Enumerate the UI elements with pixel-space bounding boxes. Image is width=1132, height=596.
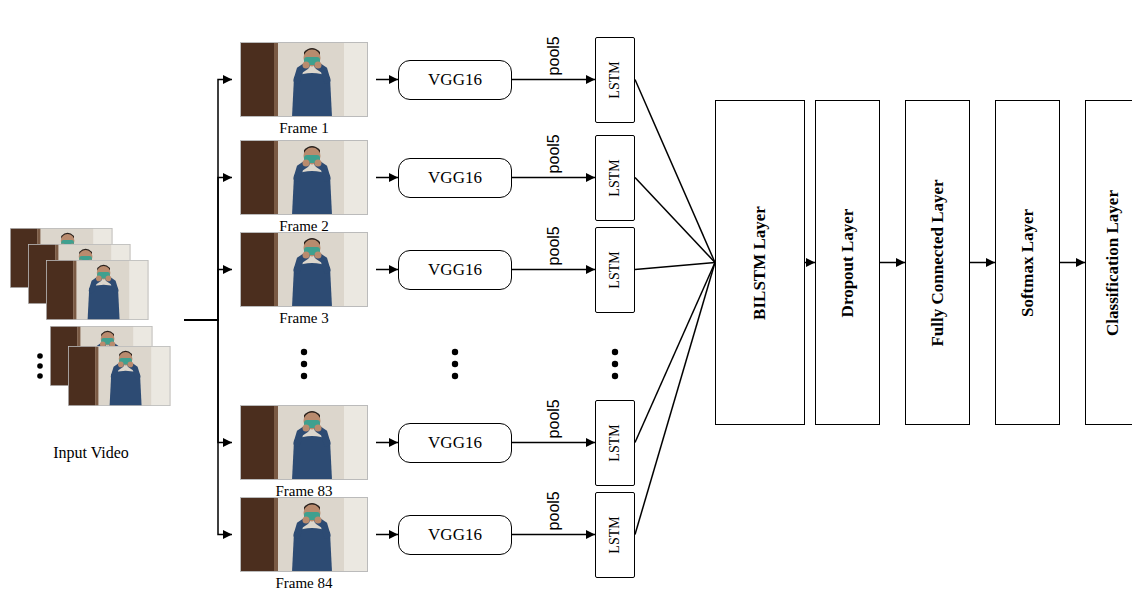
arrow-connector xyxy=(1060,262,1085,264)
arrow-connector xyxy=(376,79,398,81)
box-label: LSTM xyxy=(607,61,622,98)
ellipsis-dot xyxy=(37,373,43,379)
arrow-connector xyxy=(635,263,715,270)
edge-label: pool5 xyxy=(545,399,563,438)
video-frame: Frame 2 xyxy=(232,140,376,234)
caption: Frame 2 xyxy=(232,218,376,235)
arrow-connector xyxy=(184,80,232,321)
layer-box: Classification Layer xyxy=(1085,100,1132,425)
arrow-connector xyxy=(970,262,995,264)
caption: Frame 3 xyxy=(232,310,376,327)
lstm-box: LSTM xyxy=(595,400,635,486)
arrow-connector xyxy=(376,269,398,271)
edge-label: pool5 xyxy=(545,491,563,530)
lstm-box: LSTM xyxy=(595,37,635,123)
frame-image xyxy=(240,405,368,480)
box-label: LSTM xyxy=(607,251,622,288)
arrow-connector xyxy=(184,178,232,321)
lstm-box: LSTM xyxy=(595,227,635,313)
arrow-connector xyxy=(512,79,595,81)
arrow-connector xyxy=(512,442,595,444)
lstm-box: LSTM xyxy=(595,492,635,578)
arrow-connector xyxy=(376,442,398,444)
arrow-connector xyxy=(880,262,905,264)
arrow-connector xyxy=(635,263,715,443)
arrow-connector xyxy=(635,178,715,263)
video-frame-image xyxy=(46,260,148,320)
caption: Frame 1 xyxy=(232,120,376,137)
cnn-box: VGG16 xyxy=(398,515,512,555)
arrow-connector xyxy=(512,534,595,536)
arrow-connector xyxy=(635,80,715,263)
video-frame: Frame 3 xyxy=(232,232,376,326)
caption: Frame 83 xyxy=(232,483,376,500)
video-frame: Frame 83 xyxy=(232,405,376,499)
box-label: Fully Connected Layer xyxy=(928,179,947,346)
box-label: Softmax Layer xyxy=(1018,208,1037,316)
layer-box: Softmax Layer xyxy=(995,100,1060,425)
ellipsis-dot xyxy=(37,353,43,359)
lstm-box: LSTM xyxy=(595,135,635,221)
box-label: VGG16 xyxy=(428,70,482,90)
cnn-box: VGG16 xyxy=(398,250,512,290)
box-label: Dropout Layer xyxy=(838,208,857,317)
caption: Input Video xyxy=(0,444,184,462)
box-label: LSTM xyxy=(607,516,622,553)
arrow-connector xyxy=(184,270,232,321)
box-label: VGG16 xyxy=(428,525,482,545)
box-label: VGG16 xyxy=(428,433,482,453)
cnn-box: VGG16 xyxy=(398,158,512,198)
arrow-connector xyxy=(184,320,232,535)
video-frame-image xyxy=(68,346,170,406)
input-video: Input Video xyxy=(0,224,184,462)
arrow-connector xyxy=(184,320,232,443)
layer-box: BILSTM Layer xyxy=(715,100,805,425)
box-label: Classification Layer xyxy=(1103,190,1122,336)
edge-label: pool5 xyxy=(545,36,563,75)
arrow-connector xyxy=(512,269,595,271)
video-frame: Frame 84 xyxy=(232,497,376,591)
layer-box: Fully Connected Layer xyxy=(905,100,970,425)
caption: Frame 84 xyxy=(232,575,376,592)
frame-image xyxy=(240,42,368,117)
arrow-connector xyxy=(376,177,398,179)
edge-label: pool5 xyxy=(545,226,563,265)
arrow-connector xyxy=(512,177,595,179)
ellipsis-dot xyxy=(37,363,43,369)
box-label: BILSTM Layer xyxy=(751,206,770,320)
video-frame: Frame 1 xyxy=(232,42,376,136)
frame-image xyxy=(240,140,368,215)
box-label: VGG16 xyxy=(428,260,482,280)
arrow-connector xyxy=(376,534,398,536)
cnn-box: VGG16 xyxy=(398,423,512,463)
input-video-stack xyxy=(10,228,170,406)
box-label: LSTM xyxy=(607,159,622,196)
box-label: LSTM xyxy=(607,424,622,461)
frame-image xyxy=(240,497,368,572)
arrow-connector xyxy=(635,263,715,535)
frame-image xyxy=(240,232,368,307)
vertical-ellipsis xyxy=(301,349,618,379)
edge-label: pool5 xyxy=(545,134,563,173)
layer-box: Dropout Layer xyxy=(815,100,880,425)
box-label: VGG16 xyxy=(428,168,482,188)
cnn-box: VGG16 xyxy=(398,60,512,100)
arrow-connector xyxy=(805,262,815,264)
